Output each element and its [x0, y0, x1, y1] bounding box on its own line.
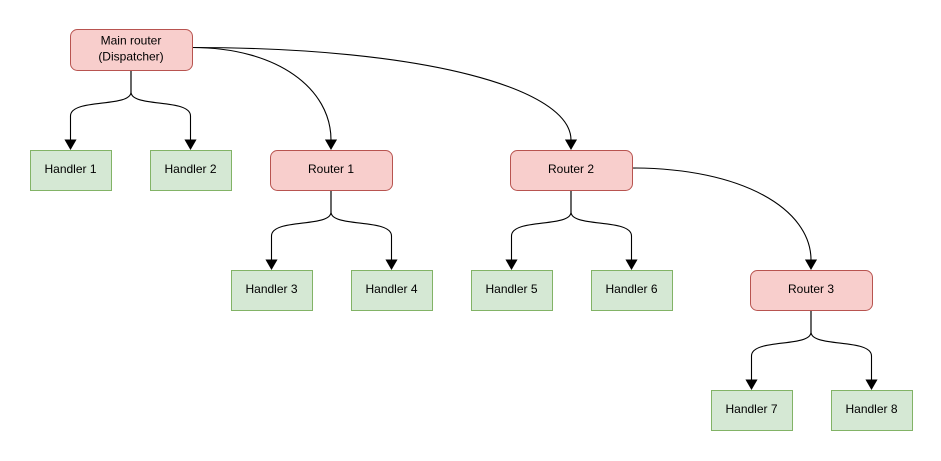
edge-line	[330, 189, 393, 261]
handler-box[interactable]	[231, 270, 313, 311]
arrow-head-icon	[564, 139, 578, 150]
edge-line	[270, 189, 332, 261]
edge-line	[570, 189, 633, 261]
handler-box[interactable]	[351, 270, 433, 311]
edge-router-3-to-handler-8	[810, 309, 878, 390]
edge-line	[810, 309, 873, 381]
node-handler-4[interactable]: Handler 4	[351, 270, 433, 311]
node-router-1[interactable]: Router 1	[270, 150, 393, 191]
arrow-head-icon	[625, 259, 638, 270]
handler-box[interactable]	[711, 390, 793, 431]
arrow-head-icon	[184, 139, 197, 150]
node-handler-1[interactable]: Handler 1	[30, 150, 112, 191]
edge-line	[130, 69, 192, 141]
router-box[interactable]	[750, 270, 873, 311]
node-handler-8[interactable]: Handler 8	[831, 390, 913, 431]
handler-box[interactable]	[591, 270, 673, 311]
edge-main-to-handler-1	[64, 69, 132, 150]
node-handler-6[interactable]: Handler 6	[591, 270, 673, 311]
node-handler-3[interactable]: Handler 3	[231, 270, 313, 311]
arrow-head-icon	[865, 379, 878, 390]
arrow-head-icon	[324, 139, 338, 150]
arrow-head-icon	[505, 259, 518, 270]
edge-line	[510, 189, 572, 261]
edge-line	[191, 46, 572, 141]
handler-box[interactable]	[30, 150, 112, 191]
router-box[interactable]	[270, 150, 393, 191]
arrow-head-icon	[64, 139, 77, 150]
handler-box[interactable]	[471, 270, 553, 311]
edge-router-2-to-router-3	[631, 167, 818, 270]
node-handler-2[interactable]: Handler 2	[150, 150, 232, 191]
edge-line	[69, 69, 132, 141]
edge-router-2-to-handler-5	[505, 189, 572, 270]
edge-main-to-handler-2	[130, 69, 197, 150]
node-main-router[interactable]: Main router(Dispatcher)	[70, 29, 193, 71]
router-box[interactable]	[510, 150, 633, 191]
edges-layer	[64, 46, 878, 390]
arrow-head-icon	[265, 259, 278, 270]
edge-router-1-to-handler-3	[265, 189, 332, 270]
nodes-layer: Main router(Dispatcher) Handler 1 Handler …	[30, 29, 913, 431]
edge-router-1-to-handler-4	[330, 189, 398, 270]
edge-main-to-router-2	[191, 46, 578, 150]
edge-line	[631, 167, 812, 261]
node-handler-5[interactable]: Handler 5	[471, 270, 553, 311]
arrow-head-icon	[745, 379, 758, 390]
handler-box[interactable]	[150, 150, 232, 191]
edge-router-3-to-handler-7	[745, 309, 812, 390]
node-router-2[interactable]: Router 2	[510, 150, 633, 191]
arrow-head-icon	[804, 259, 818, 270]
arrow-head-icon	[385, 259, 398, 270]
edge-main-to-router-1	[191, 46, 338, 150]
edge-line	[191, 46, 332, 141]
edge-router-2-to-handler-6	[570, 189, 638, 270]
edge-line	[750, 309, 812, 381]
node-handler-7[interactable]: Handler 7	[711, 390, 793, 431]
handler-box[interactable]	[831, 390, 913, 431]
node-router-3[interactable]: Router 3	[750, 270, 873, 311]
router-box[interactable]	[70, 29, 193, 71]
